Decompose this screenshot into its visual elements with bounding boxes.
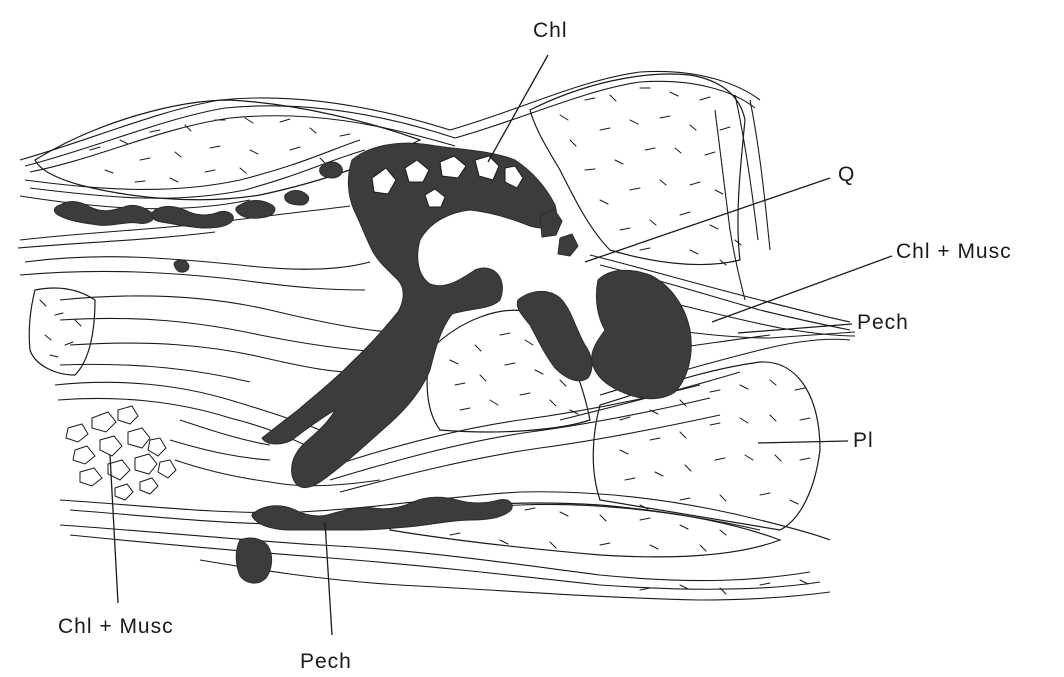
label-pech-bottom: Pech [300,651,352,672]
label-q: Q [838,164,855,185]
label-chl-top: Chl [533,20,568,41]
leader-lines [110,55,892,635]
leader-pl [758,441,848,443]
leader-pech-r [738,324,852,333]
label-chl-musc-left: Chl + Musc [58,616,174,637]
chlorite-right-mass [592,270,692,399]
label-pl: Pl [853,430,874,451]
label-pech-right: Pech [857,312,909,333]
chl-musc-aggregate [66,406,176,500]
leader-chl-top [488,55,548,162]
label-chl-musc-right: Chl + Musc [896,241,1012,262]
leader-q [585,178,830,262]
